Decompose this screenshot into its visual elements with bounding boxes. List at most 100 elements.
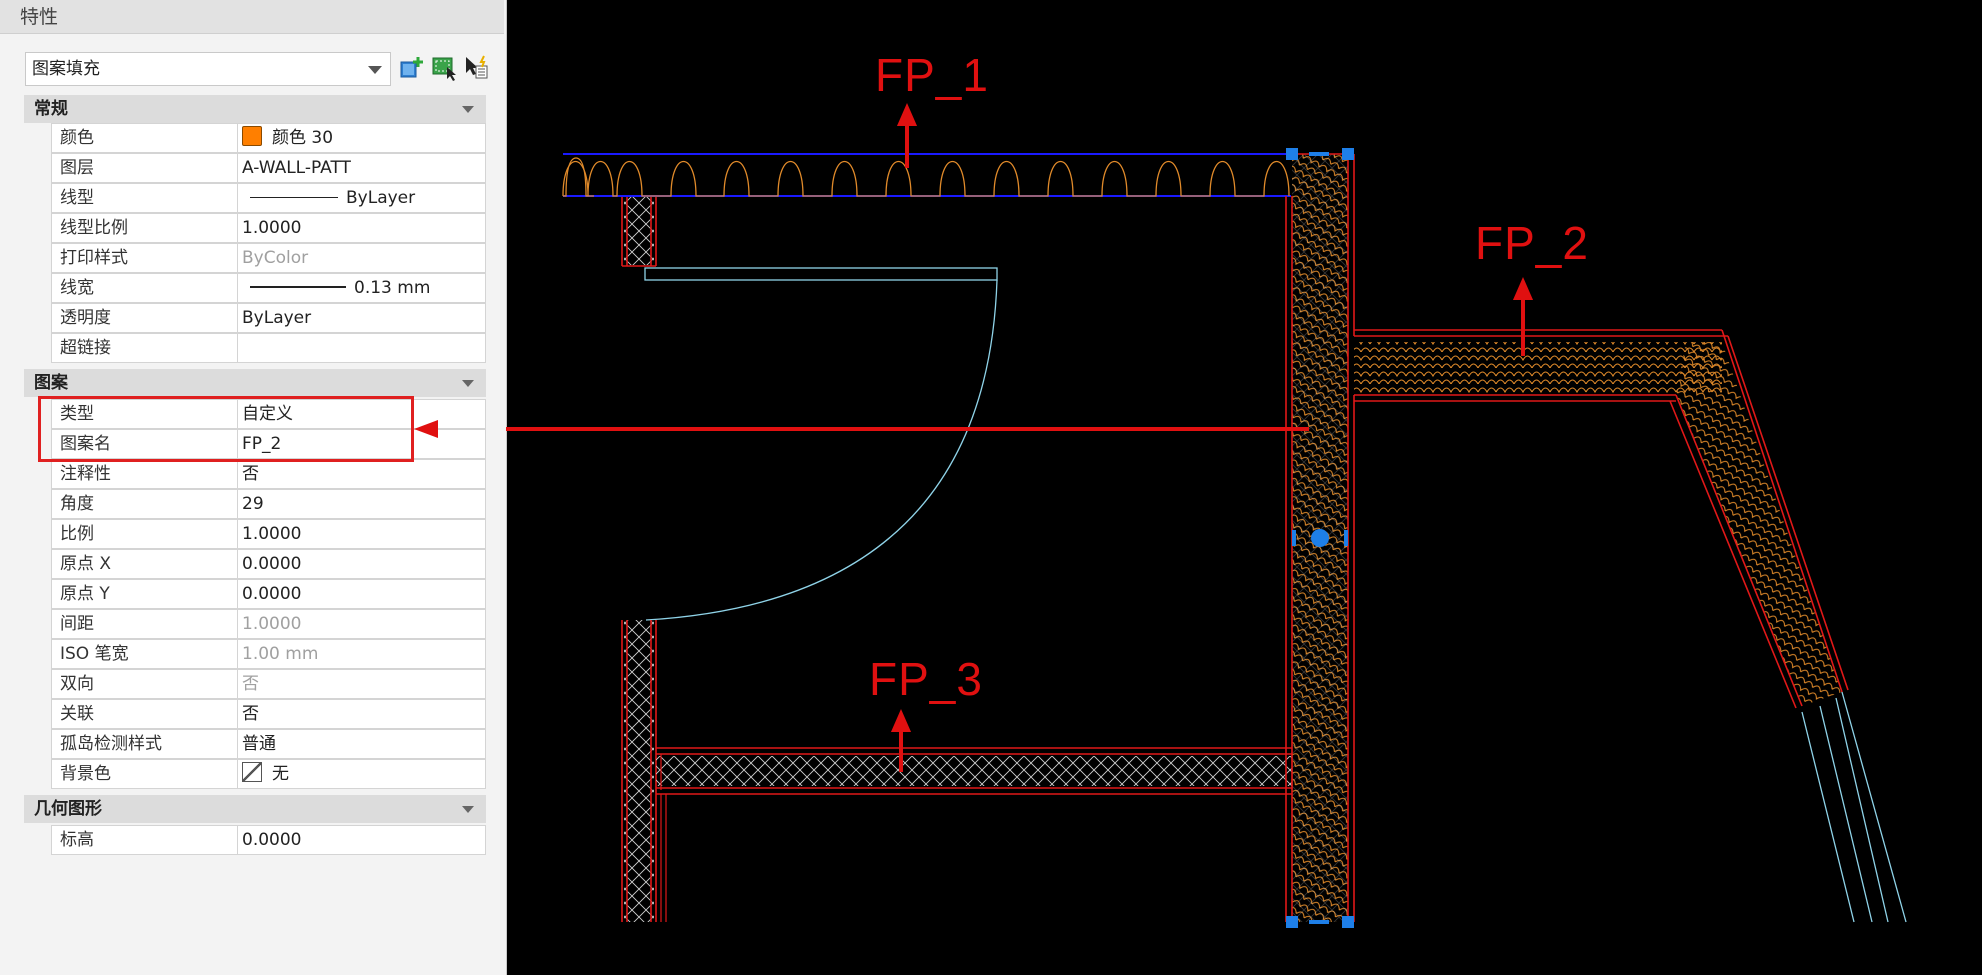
section-pattern-label: 图案 bbox=[34, 373, 68, 393]
prop-row-associative[interactable]: 关联 否 bbox=[51, 699, 486, 729]
color-swatch-icon bbox=[242, 126, 262, 146]
prop-name: 孤岛检测样式 bbox=[52, 730, 238, 758]
prop-name: 图案名 bbox=[52, 430, 238, 458]
prop-row-spacing[interactable]: 间距 1.0000 bbox=[51, 609, 486, 639]
prop-row-annotative[interactable]: 注释性 否 bbox=[51, 459, 486, 489]
cad-drawing-canvas[interactable] bbox=[506, 0, 1982, 975]
arrow-fp1-head bbox=[896, 103, 918, 126]
prop-name: 类型 bbox=[52, 400, 238, 428]
prop-name: 打印样式 bbox=[52, 244, 238, 272]
prop-value: 0.0000 bbox=[242, 554, 302, 574]
prop-name: 图层 bbox=[52, 154, 238, 182]
prop-name: 透明度 bbox=[52, 304, 238, 332]
grip-bottom-mid[interactable] bbox=[1309, 920, 1329, 924]
grip-bottom-right[interactable] bbox=[1342, 916, 1354, 928]
prop-value: ByColor bbox=[242, 248, 309, 268]
prop-value: A-WALL-PATT bbox=[242, 158, 351, 178]
object-type-dropdown[interactable]: 图案填充 bbox=[25, 52, 391, 86]
prop-name: 线型 bbox=[52, 184, 238, 212]
prop-value: 颜色 30 bbox=[272, 128, 334, 148]
prop-name: 颜色 bbox=[52, 124, 238, 152]
prop-value: 1.0000 bbox=[242, 218, 302, 238]
prop-row-double[interactable]: 双向 否 bbox=[51, 669, 486, 699]
add-selection-icon[interactable] bbox=[398, 54, 426, 82]
prop-row-scale[interactable]: 比例 1.0000 bbox=[51, 519, 486, 549]
prop-value: 否 bbox=[242, 464, 259, 484]
wall-left-lower[interactable] bbox=[621, 620, 657, 922]
prop-row-origin-x[interactable]: 原点 X 0.0000 bbox=[51, 549, 486, 579]
prop-name: 间距 bbox=[52, 610, 238, 638]
section-general-header[interactable]: 常规 bbox=[24, 95, 486, 123]
prop-row-iso-pen-width[interactable]: ISO 笔宽 1.00 mm bbox=[51, 639, 486, 669]
grip-left-mid[interactable] bbox=[1292, 530, 1296, 546]
prop-row-background-color[interactable]: 背景色 无 bbox=[51, 759, 486, 789]
grip-center[interactable] bbox=[1311, 529, 1329, 547]
prop-row-lineweight[interactable]: 线宽 0.13 mm bbox=[51, 273, 486, 303]
prop-row-angle[interactable]: 角度 29 bbox=[51, 489, 486, 519]
prop-name: 线型比例 bbox=[52, 214, 238, 242]
highlight-box bbox=[38, 396, 414, 462]
prop-value: 普通 bbox=[242, 734, 276, 754]
no-color-icon bbox=[242, 762, 262, 782]
selection-grips[interactable] bbox=[1286, 148, 1354, 928]
wall-bottom-fp3[interactable] bbox=[656, 747, 1293, 922]
prop-value: FP_2 bbox=[242, 434, 282, 454]
wall-left-upper[interactable] bbox=[621, 197, 657, 267]
window-sill[interactable] bbox=[644, 267, 998, 281]
prop-row-plot-style[interactable]: 打印样式 ByColor bbox=[51, 243, 486, 273]
wall-diagonal[interactable] bbox=[1669, 329, 1907, 923]
grip-bottom-left[interactable] bbox=[1286, 916, 1298, 928]
grip-top-mid[interactable] bbox=[1309, 152, 1329, 156]
collapse-arrow-icon[interactable] bbox=[462, 806, 474, 813]
prop-row-origin-y[interactable]: 原点 Y 0.0000 bbox=[51, 579, 486, 609]
object-type-value: 图案填充 bbox=[32, 59, 100, 79]
prop-value: 自定义 bbox=[242, 404, 293, 424]
section-geometry-header[interactable]: 几何图形 bbox=[24, 795, 486, 823]
grip-top-right[interactable] bbox=[1342, 148, 1354, 160]
prop-value: 0.0000 bbox=[242, 830, 302, 850]
prop-name: 原点 X bbox=[52, 550, 238, 578]
prop-name: 角度 bbox=[52, 490, 238, 518]
prop-value: ByLayer bbox=[346, 188, 416, 208]
collapse-arrow-icon[interactable] bbox=[462, 380, 474, 387]
panel-title: 特性 bbox=[0, 0, 504, 34]
properties-panel: 特性 图案填充 常规 颜色 颜色 30 图层 A-WALL-PATT 线型 By… bbox=[0, 0, 507, 975]
prop-row-island-detection[interactable]: 孤岛检测样式 普通 bbox=[51, 729, 486, 759]
prop-row-color[interactable]: 颜色 颜色 30 bbox=[51, 123, 486, 153]
prop-row-elevation[interactable]: 标高 0.0000 bbox=[51, 825, 486, 855]
wall-right-fp2[interactable] bbox=[1354, 329, 1722, 402]
prop-row-layer[interactable]: 图层 A-WALL-PATT bbox=[51, 153, 486, 183]
prop-name: ISO 笔宽 bbox=[52, 640, 238, 668]
quick-select-icon[interactable] bbox=[430, 54, 458, 82]
wall-vertical-selected[interactable] bbox=[1285, 153, 1355, 922]
label-fp2: FP_2 bbox=[1475, 217, 1589, 269]
prop-value: 否 bbox=[242, 674, 259, 694]
prop-row-linetype-scale[interactable]: 线型比例 1.0000 bbox=[51, 213, 486, 243]
prop-row-hyperlink[interactable]: 超链接 bbox=[51, 333, 486, 363]
prop-row-linetype[interactable]: 线型 ByLayer bbox=[51, 183, 486, 213]
prop-name: 比例 bbox=[52, 520, 238, 548]
prop-value: 1.0000 bbox=[242, 614, 302, 634]
lineweight-sample-icon bbox=[250, 286, 346, 288]
door-swing-arc[interactable] bbox=[645, 279, 998, 621]
insulation-fp1[interactable] bbox=[562, 153, 1291, 197]
prop-name: 线宽 bbox=[52, 274, 238, 302]
label-fp1: FP_1 bbox=[875, 49, 989, 101]
prop-name: 关联 bbox=[52, 700, 238, 728]
linetype-sample-icon bbox=[250, 197, 338, 198]
arrow-to-panel-head bbox=[414, 420, 438, 438]
prop-name: 标高 bbox=[52, 826, 238, 854]
prop-value: 无 bbox=[272, 764, 289, 784]
prop-name: 双向 bbox=[52, 670, 238, 698]
collapse-arrow-icon[interactable] bbox=[462, 106, 474, 113]
prop-name: 背景色 bbox=[52, 760, 238, 788]
prop-value: 29 bbox=[242, 494, 264, 514]
grip-top-left[interactable] bbox=[1286, 148, 1298, 160]
chevron-down-icon[interactable] bbox=[368, 66, 382, 74]
section-pattern-header[interactable]: 图案 bbox=[24, 369, 486, 397]
grip-right-mid[interactable] bbox=[1344, 530, 1348, 546]
toggle-pickadd-icon[interactable] bbox=[462, 54, 490, 82]
prop-value: ByLayer bbox=[242, 308, 312, 328]
prop-name: 注释性 bbox=[52, 460, 238, 488]
prop-row-transparency[interactable]: 透明度 ByLayer bbox=[51, 303, 486, 333]
